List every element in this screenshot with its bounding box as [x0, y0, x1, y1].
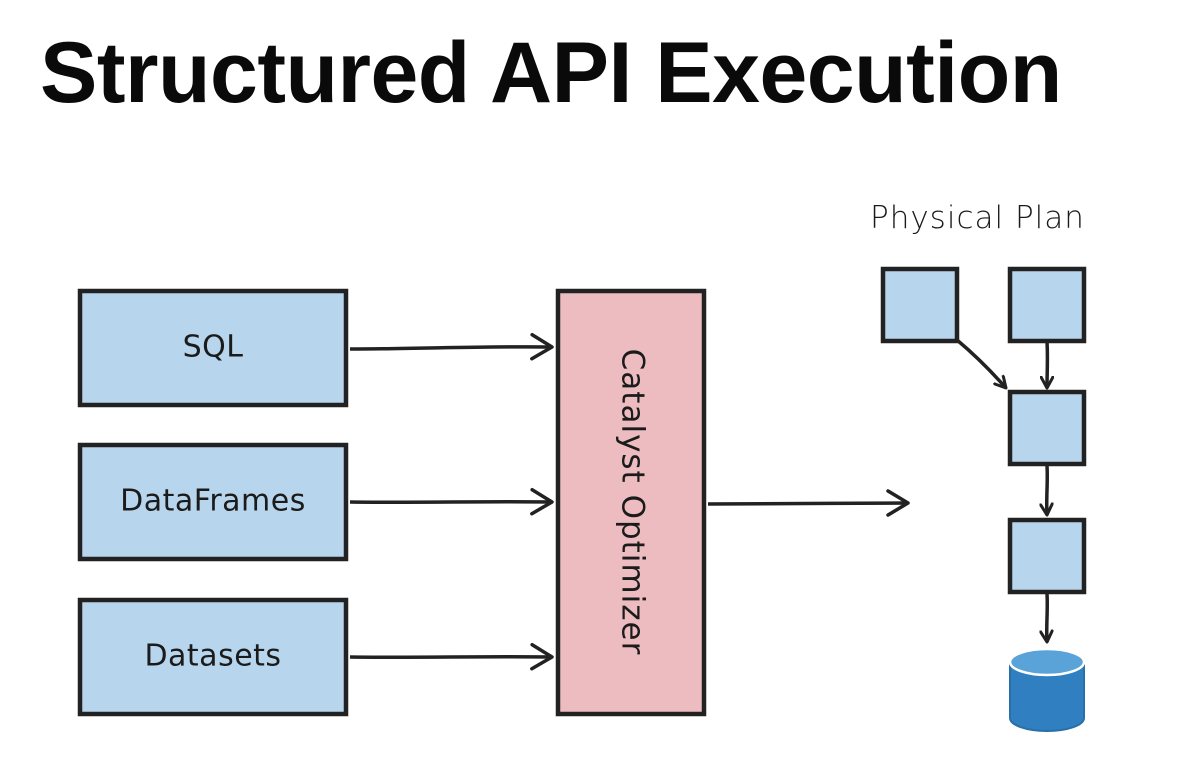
arrow-datasets-to-optimizer	[349, 642, 554, 671]
arrow-optimizer-to-plan	[707, 489, 910, 517]
catalyst-optimizer-label: Catalyst Optimizer	[615, 349, 651, 656]
plan-node-icon	[880, 266, 960, 344]
input-label-datasets: Datasets	[144, 639, 281, 674]
arrow-dataframes-to-optimizer	[349, 487, 554, 516]
plan-node-icon	[1007, 517, 1087, 595]
physical-plan-label: Physical Plan	[870, 200, 1085, 236]
plan-edge-join-to-next	[1047, 465, 1048, 515]
plan-node-icon	[1007, 266, 1087, 344]
input-label-sql: SQL	[183, 330, 244, 365]
plan-edge-to-database	[1047, 593, 1048, 642]
input-box-dataframes: DataFrames	[77, 442, 349, 562]
input-label-dataframes: DataFrames	[120, 484, 306, 519]
plan-edge-left-to-join	[955, 338, 1006, 388]
input-box-datasets: Datasets	[77, 597, 349, 717]
database-icon	[1008, 647, 1086, 732]
input-box-sql: SQL	[77, 288, 349, 408]
plan-node-icon	[1007, 389, 1087, 467]
catalyst-optimizer-box: Catalyst Optimizer	[555, 288, 707, 717]
page-title: Structured API Execution	[40, 25, 1062, 121]
arrow-sql-to-optimizer	[349, 332, 554, 361]
